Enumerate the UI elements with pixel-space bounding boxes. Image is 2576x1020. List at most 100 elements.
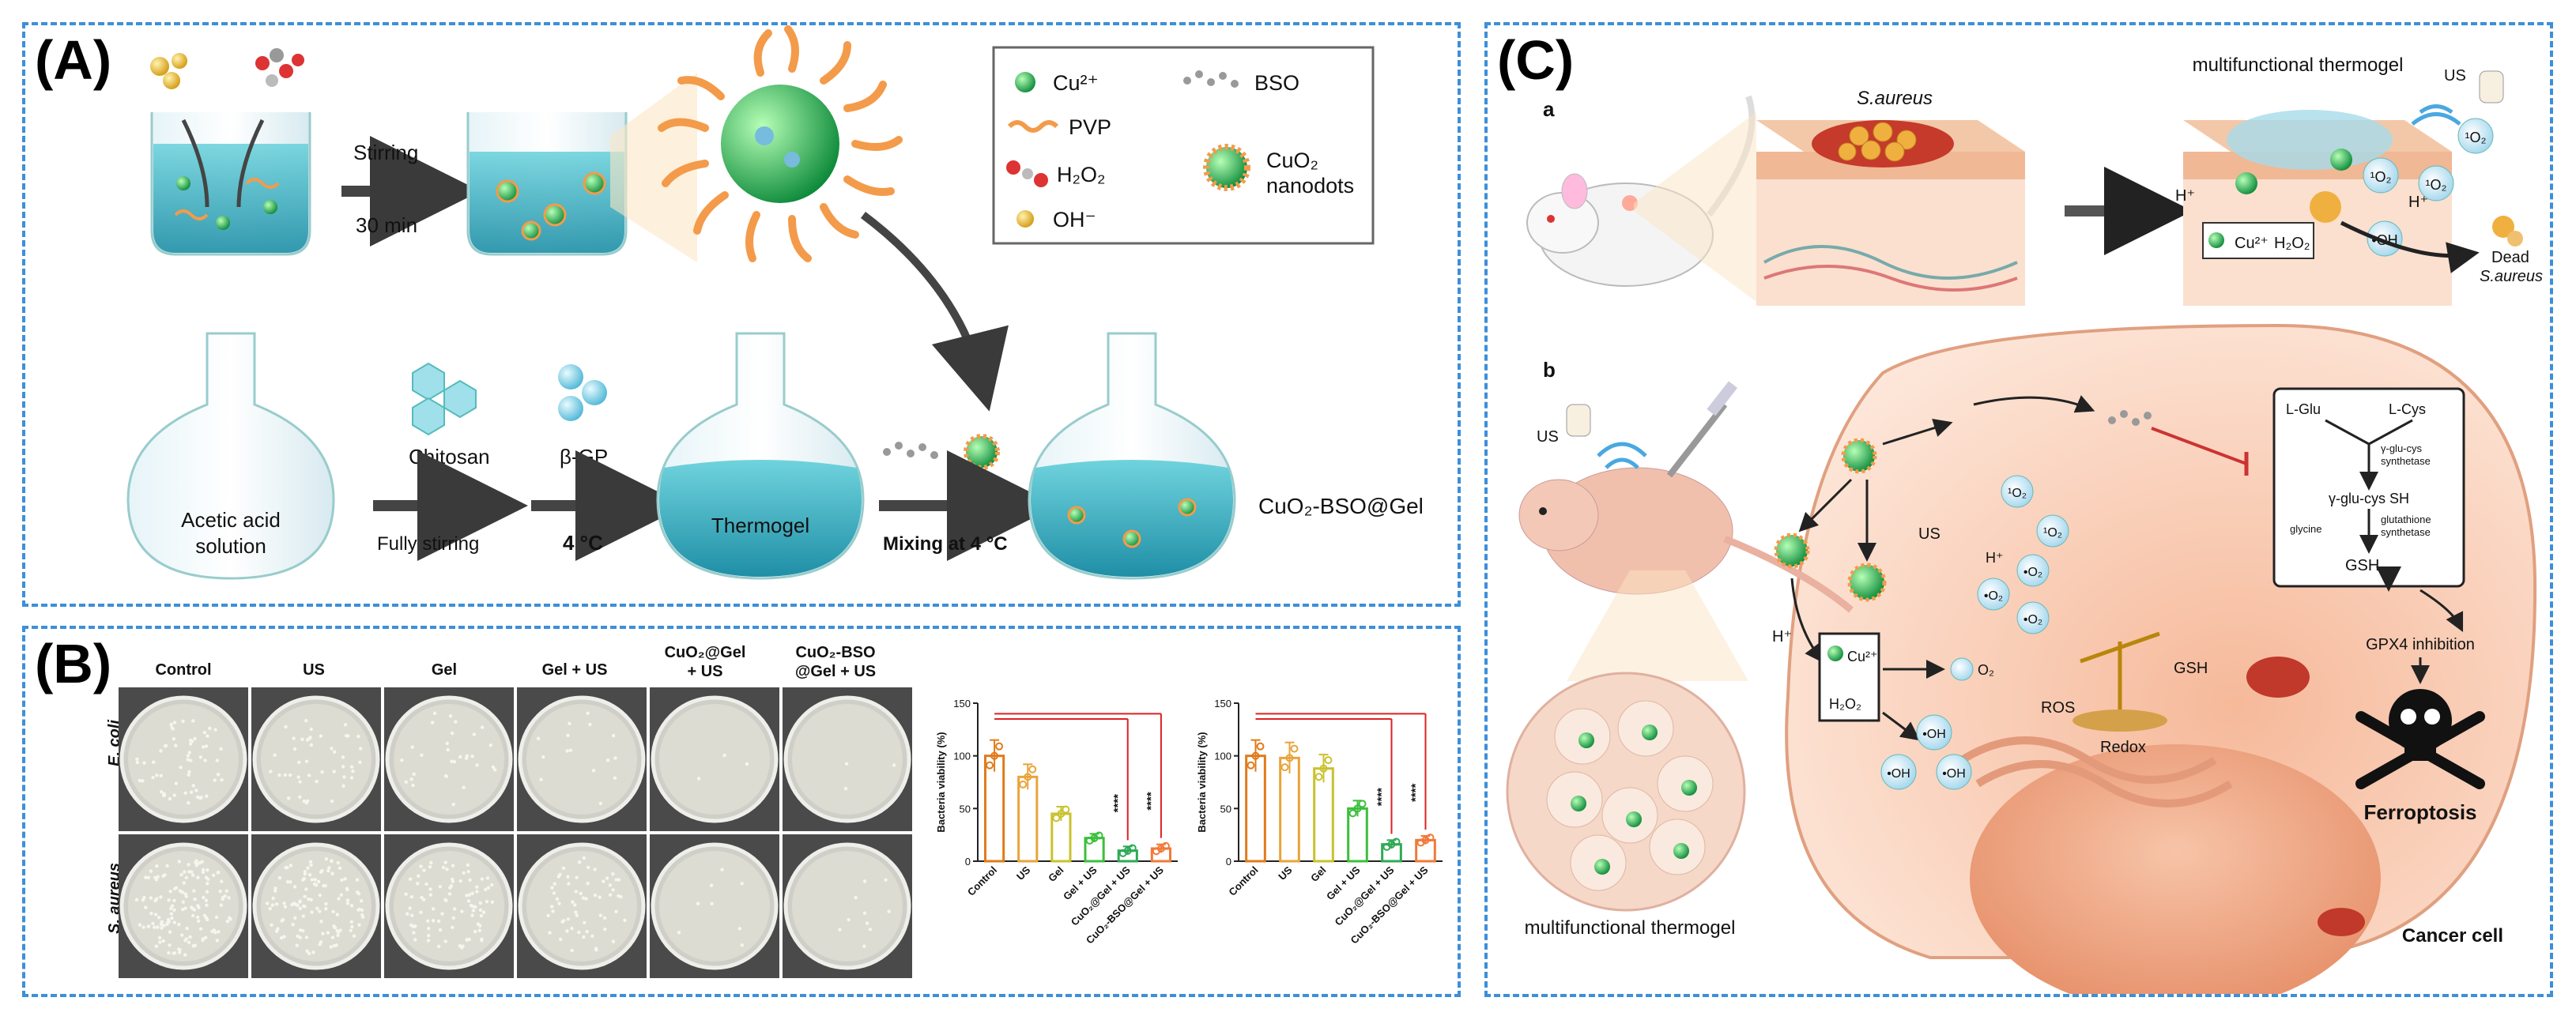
gpx4-label: GPX4 inhibition xyxy=(2366,636,2475,653)
dead-bacteria-icon xyxy=(2492,216,2523,247)
plate-column-header: Control xyxy=(155,661,212,679)
ferroptosis-label: Ferroptosis xyxy=(2363,800,2476,824)
cu-b-label: Cu²⁺ xyxy=(1847,649,1878,664)
legend-oh: OH⁻ xyxy=(1053,208,1096,231)
gsh-syn-line1: glutathione xyxy=(2381,514,2431,525)
petri-dish xyxy=(119,687,248,831)
h2o2-a-label: H₂O₂ xyxy=(2274,235,2310,252)
gglu-syn-line2: synthetase xyxy=(2381,455,2431,467)
h2o2-b-label: H₂O₂ xyxy=(1829,696,1861,712)
panel-b-label: (B) xyxy=(35,633,112,694)
product-label: CuO₂-BSO@Gel xyxy=(1258,494,1424,518)
o2-a3: ¹O₂ xyxy=(2465,130,2487,145)
petri-dish xyxy=(384,834,514,978)
petri-dish xyxy=(119,834,248,978)
ultrasound-probe-a-icon xyxy=(2411,70,2504,126)
gsh-scale-label: GSH xyxy=(2174,660,2208,677)
legend-nanodots: nanodots xyxy=(1266,174,1354,198)
y-tick-label: 100 xyxy=(953,751,971,762)
redox-label: Redox xyxy=(2100,739,2146,756)
legend-cu: Cu²⁺ xyxy=(1053,71,1099,95)
mixing-label: Mixing at 4 °C xyxy=(883,533,1008,555)
y-tick-label: 150 xyxy=(953,698,971,709)
cancer-cell-label: Cancer cell xyxy=(2402,925,2503,947)
data-point xyxy=(1024,773,1032,781)
flask-acetic-line2: solution xyxy=(195,534,266,558)
thermogel-label: Thermogel xyxy=(711,514,809,537)
stirring-time-label: 30 min xyxy=(356,213,417,237)
x-tick-label: CuO₂@Gel + US xyxy=(1069,864,1133,928)
data-point xyxy=(1128,844,1137,853)
beaker-2 xyxy=(466,112,628,256)
hplus-b2: H⁺ xyxy=(1986,550,2004,566)
y-tick-label: 0 xyxy=(965,856,971,868)
petri-dish xyxy=(384,687,514,831)
panel-a-diagram: Stirring 30 min xyxy=(126,25,1424,580)
us-a-label: US xyxy=(2444,67,2466,85)
us-b-cell-label: US xyxy=(1918,525,1940,543)
beaker-1 xyxy=(150,112,311,256)
data-point xyxy=(1358,800,1367,808)
o2rad-b1: •O₂ xyxy=(1984,589,2003,603)
data-point xyxy=(1251,751,1260,760)
data-point xyxy=(1161,841,1170,850)
significance-stars: **** xyxy=(1145,792,1158,811)
panel-c-label: (C) xyxy=(1497,29,1575,91)
petri-dish xyxy=(650,687,779,831)
panel-c xyxy=(1484,22,2553,997)
legend-cuo2: CuO₂ xyxy=(1266,149,1318,172)
y-tick-label: 0 xyxy=(1226,856,1231,868)
o2-a1: ¹O₂ xyxy=(2370,169,2392,185)
oh-b1: •OH xyxy=(1922,728,1946,741)
data-point xyxy=(986,761,994,770)
petri-dish xyxy=(783,834,912,978)
gglu-syn-line1: γ-glu-cys xyxy=(2381,442,2423,454)
x-tick-label: US xyxy=(1276,864,1295,883)
oh-b3: •OH xyxy=(1942,767,1966,781)
sub-a-label: a xyxy=(1543,97,1555,121)
gsh-syn-line2: synthetase xyxy=(2381,526,2431,538)
skin-wound-block xyxy=(1756,120,2025,306)
plate-column-header: CuO₂-BSO @Gel + US xyxy=(794,644,877,680)
hplus-a1: H⁺ xyxy=(2175,187,2195,205)
cu-a-label: Cu²⁺ xyxy=(2235,235,2269,252)
temp-label: 4 °C xyxy=(563,531,603,555)
legend-h2o2: H₂O₂ xyxy=(1057,163,1105,186)
petri-dish xyxy=(517,687,647,831)
data-point xyxy=(1285,754,1294,762)
chitosan-label: Chitosan xyxy=(409,445,490,469)
y-axis-label: Bacteria viability (%) xyxy=(1196,732,1208,832)
petri-dish xyxy=(251,834,381,978)
bgp-label: β-GP xyxy=(560,445,608,469)
y-tick-label: 50 xyxy=(960,803,971,815)
significance-stars: **** xyxy=(1409,784,1423,803)
petri-dish xyxy=(783,687,912,831)
data-point xyxy=(1348,809,1357,818)
oh-b2: •OH xyxy=(1887,767,1910,781)
panel-a xyxy=(22,22,1461,607)
flask-acetic-line1: Acetic acid xyxy=(181,508,281,532)
gsh-box-label: GSH xyxy=(2345,557,2379,574)
data-point xyxy=(995,742,1004,751)
legend-box: Cu²⁺ PVP H₂O₂ OH⁻ BSO CuO₂ nanodots xyxy=(992,46,1375,245)
dead-label-1: Dead xyxy=(2491,249,2529,266)
chitosan-icon xyxy=(412,362,477,436)
x-tick-label: US xyxy=(1014,864,1033,883)
plate-column-header: Gel + US xyxy=(541,661,608,679)
skull-icon xyxy=(2355,689,2485,789)
panel-b xyxy=(22,626,1461,997)
petri-dish xyxy=(650,834,779,978)
o2single-b1: ¹O₂ xyxy=(2008,487,2027,500)
data-point xyxy=(1247,761,1255,770)
y-tick-label: 50 xyxy=(1220,803,1231,815)
data-point xyxy=(1290,744,1299,753)
y-axis-label: Bacteria viability (%) xyxy=(935,732,947,832)
data-point xyxy=(1019,780,1028,789)
legend-bso: BSO xyxy=(1254,71,1299,95)
sub-b-label: b xyxy=(1543,358,1556,382)
data-point xyxy=(1057,810,1065,818)
bar xyxy=(983,755,1005,863)
reagent-dots xyxy=(150,48,304,89)
o2single-b2: ¹O₂ xyxy=(2043,526,2062,540)
